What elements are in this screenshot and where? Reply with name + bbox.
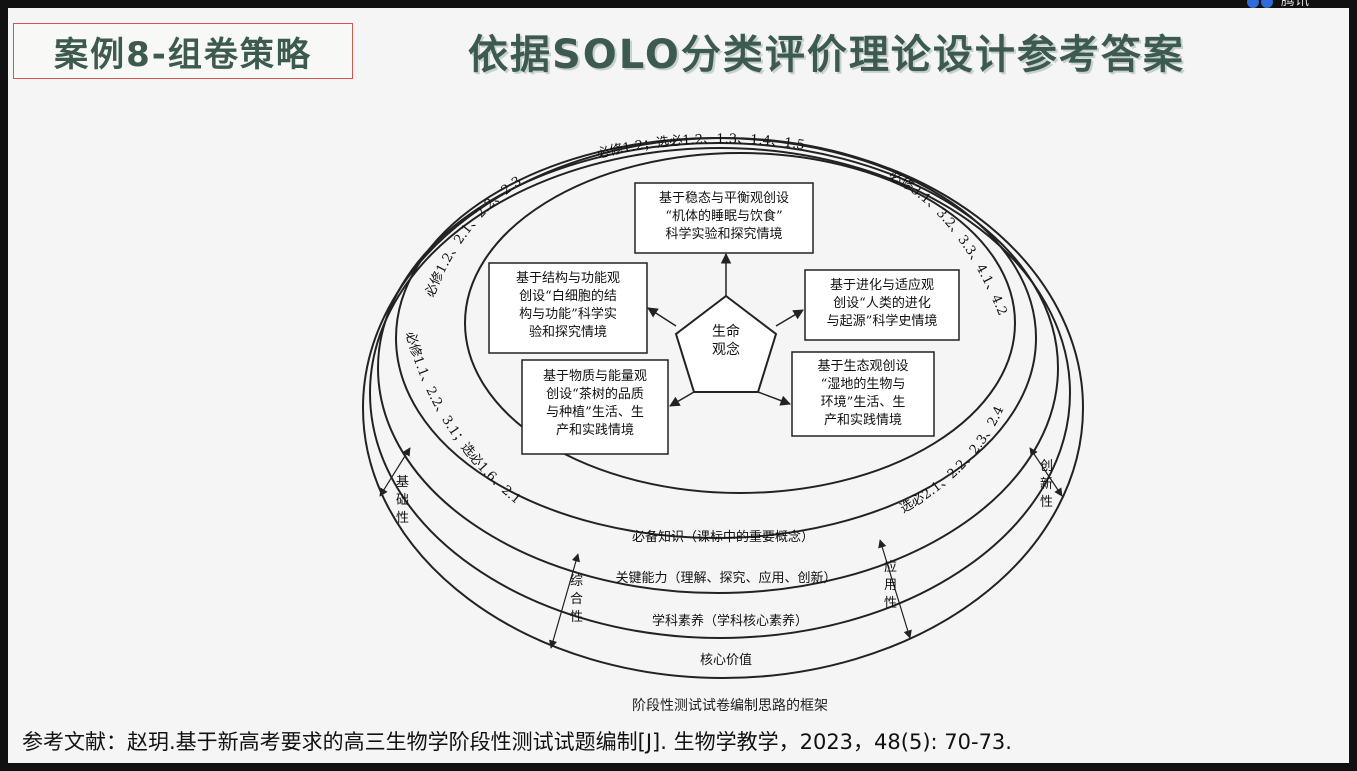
arc-label-left-lower: 必修1.1、2.2、3.1；选必1.6、2.1 bbox=[402, 330, 523, 507]
side-label-innovative: 创新性 bbox=[1040, 459, 1053, 510]
svg-text:基于进化与适应观创设“人类的进化与起源”科学史情境: 基于进化与适应观创设“人类的进化与起源”科学史情境 bbox=[827, 277, 938, 329]
case-label: 案例8-组卷策略 bbox=[13, 23, 353, 79]
top-bar bbox=[0, 0, 1357, 8]
box-upper-left: 基于结构与功能观创设“白细胞的结构与功能”科学实验和探究情境 bbox=[488, 262, 648, 354]
ellipse-inner bbox=[464, 152, 1016, 494]
logo-icon bbox=[1247, 0, 1259, 8]
box-lower-left: 基于物质与能量观创设“茶树的品质与种植”生活、生产和实践情境 bbox=[521, 359, 669, 455]
app-logo: 腾讯 bbox=[1247, 0, 1357, 10]
layer4-label: 核心价值 bbox=[700, 652, 752, 668]
layer2-label: 关键能力（理解、探究、应用、创新） bbox=[615, 570, 836, 586]
center-label: 生命观念 bbox=[712, 323, 740, 358]
box-top: 基于稳态与平衡观创设“机体的睡眠与饮食”科学实验和探究情境 bbox=[634, 182, 814, 254]
logo-text: 腾讯 bbox=[1281, 0, 1309, 9]
ellipse-layer3 bbox=[369, 147, 1071, 639]
svg-text:基于稳态与平衡观创设“机体的睡眠与饮食”科学实验和探究情境: 基于稳态与平衡观创设“机体的睡眠与饮食”科学实验和探究情境 bbox=[659, 190, 789, 242]
layer1-label: 必备知识（课标中的重要概念） bbox=[632, 529, 814, 545]
side-label-basic: 基础性 bbox=[396, 475, 409, 526]
box-upper-right: 基于进化与适应观创设“人类的进化与起源”科学史情境 bbox=[804, 269, 960, 341]
svg-text:基于结构与功能观创设“白细胞的结构与功能”科学实验和探究情境: 基于结构与功能观创设“白细胞的结构与功能”科学实验和探究情境 bbox=[516, 271, 620, 340]
ellipse-layer2 bbox=[377, 142, 1059, 594]
svg-text:基于生态观创设“湿地的生物与环境”生活、生产和实践情境: 基于生态观创设“湿地的生物与环境”生活、生产和实践情境 bbox=[817, 359, 908, 428]
logo-icon bbox=[1261, 0, 1273, 8]
ellipse-layer1 bbox=[395, 137, 1037, 539]
box-lower-right: 基于生态观创设“湿地的生物与环境”生活、生产和实践情境 bbox=[791, 351, 935, 437]
layer3-label: 学科素养（学科核心素养） bbox=[652, 613, 808, 629]
svg-text:基于物质与能量观创设“茶树的品质与种植”生活、生产和实践情境: 基于物质与能量观创设“茶树的品质与种植”生活、生产和实践情境 bbox=[543, 369, 647, 438]
side-label-comprehensive: 综合性 bbox=[570, 574, 583, 625]
diagram-caption: 阶段性测试试卷编制思路的框架 bbox=[632, 698, 828, 714]
reference-citation: 参考文献：赵玥.基于新高考要求的高三生物学阶段性测试试题编制[J]. 生物学教学… bbox=[22, 730, 1012, 754]
slide: 案例8-组卷策略 依据SOLO分类评价理论设计参考答案 必修1.2；选必1.2、… bbox=[8, 8, 1349, 763]
center-pentagon bbox=[674, 294, 778, 393]
side-label-applied: 应用性 bbox=[884, 559, 897, 611]
framework-diagram: 必修1.2；选必1.2、1.3、1.4、1.5 必修1.2、2.1、2.2、2.… bbox=[362, 132, 1084, 714]
slide-title: 依据SOLO分类评价理论设计参考答案 bbox=[468, 32, 1185, 78]
